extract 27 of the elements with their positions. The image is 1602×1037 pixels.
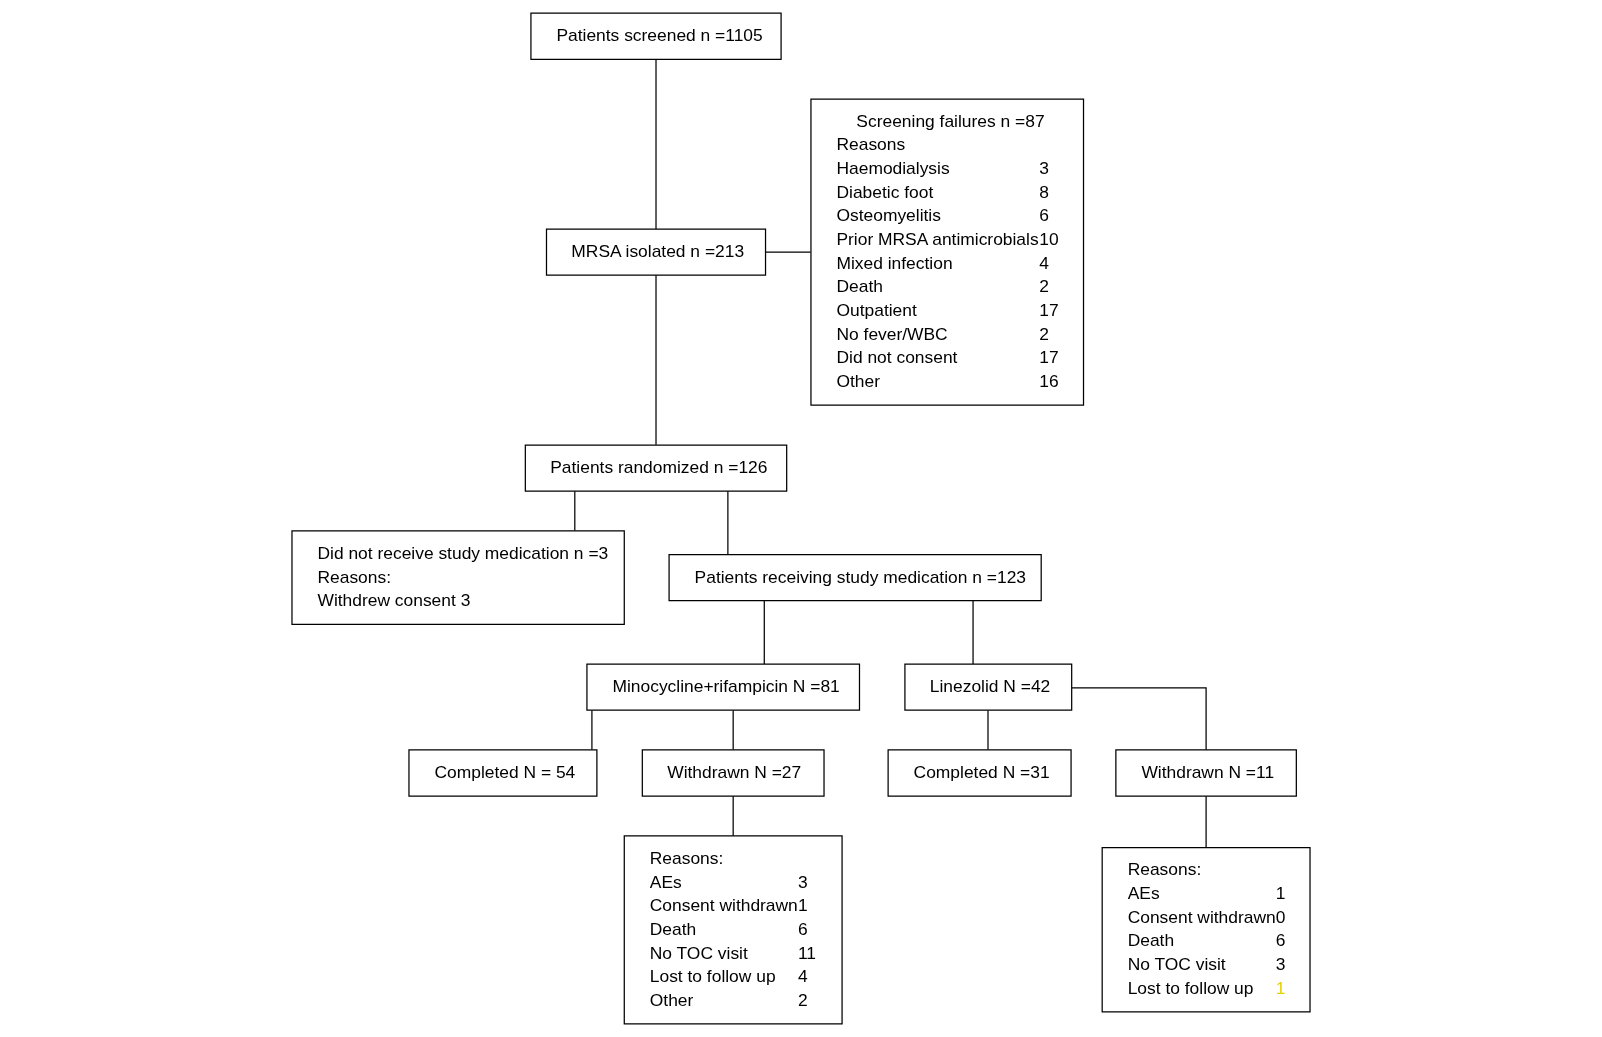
node-box: Screening failures n =87 Reasons Haemodialysis 3 Diabetic foot 8 Osteomyelitis 6 Prior MRSA antimicrobials10 Mixed infection 4 Death 2 Outpatient 17 No fever/WBC 2 Did not consent 17 Other 16 [810, 98, 1085, 406]
node-box: Patients receiving study medication n =123 [668, 553, 1042, 602]
node-box: Reasons: AEs 3 Consent withdrawn1 Death 6 No TOC visit 11 Lost to follow up 4 Other 2 [623, 835, 843, 1025]
connector [765, 251, 812, 253]
connector [972, 600, 974, 665]
node-box: Patients randomized n =126 [524, 444, 788, 492]
connector [987, 710, 989, 751]
node-box: Withdrawn N =11 [1115, 749, 1297, 797]
node-box: Patients screened n =1105 [530, 12, 782, 60]
connector [732, 795, 734, 837]
node-box: Linezolid N =42 [904, 663, 1073, 711]
node-box: Withdrawn N =27 [641, 749, 825, 797]
connector [1205, 795, 1207, 849]
connector [763, 600, 765, 665]
connector [1071, 687, 1207, 751]
node-box: Did not receive study medication n =3 Reasons: Withdrew consent 3 [291, 530, 625, 625]
node-box: Reasons: AEs 1 Consent withdrawn0 Death 6 No TOC visit 3 Lost to follow up 1 [1101, 847, 1311, 1013]
node-box: Minocycline+rifampicin N =81 [586, 663, 861, 711]
node-box: Completed N = 54 [408, 749, 598, 797]
node-box: MRSA isolated n =213 [545, 228, 767, 276]
node-box: Completed N =31 [887, 749, 1072, 797]
connector [574, 490, 576, 532]
connector [655, 58, 657, 230]
connector [732, 710, 734, 751]
connector [655, 274, 657, 446]
connector [591, 710, 593, 751]
connector [727, 490, 729, 556]
